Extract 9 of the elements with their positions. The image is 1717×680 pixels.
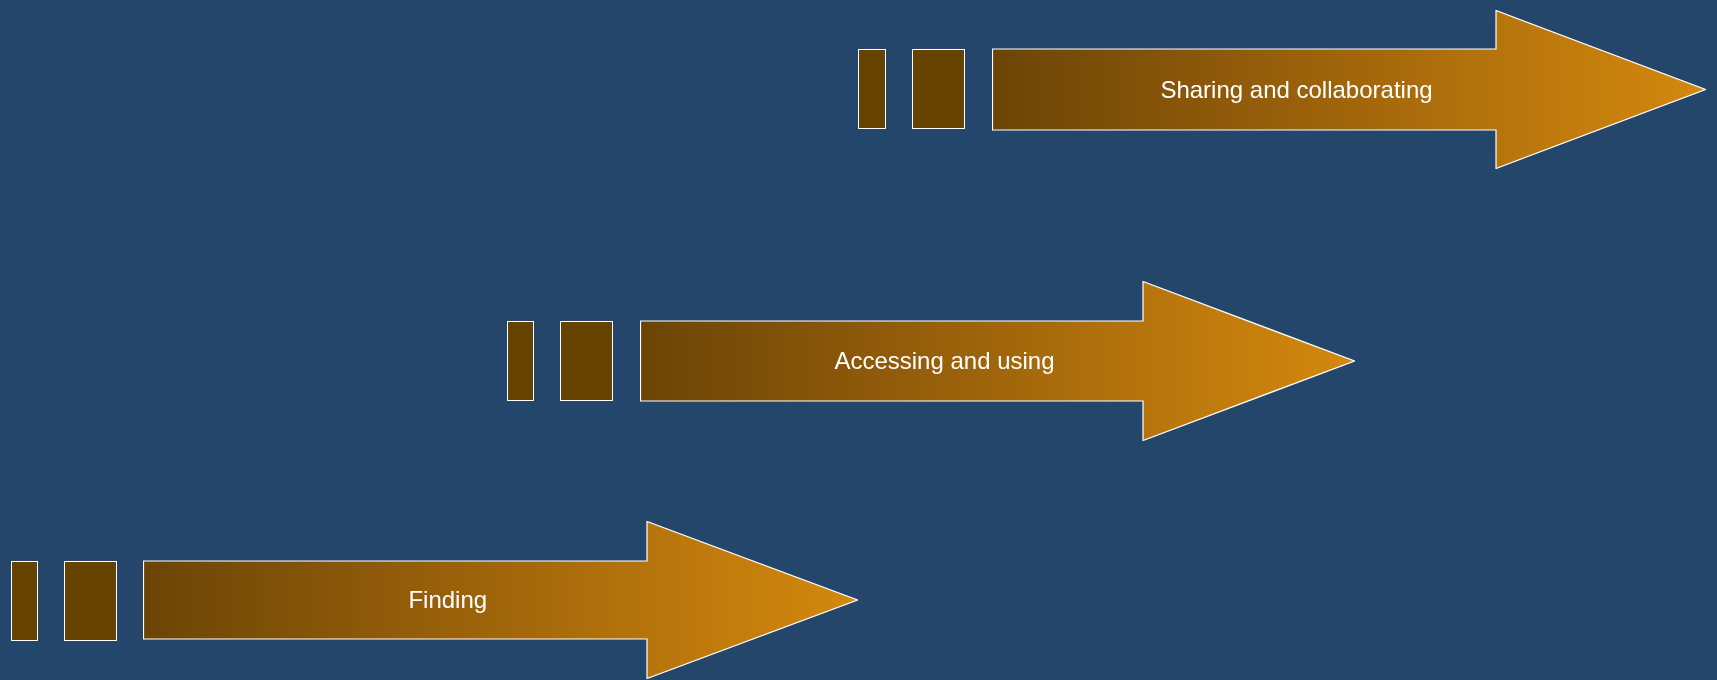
arrow-label: Accessing and using [834, 346, 1055, 376]
arrow-label: Finding [408, 585, 488, 615]
bar [858, 49, 886, 129]
bar [507, 321, 534, 401]
arrow-label: Sharing and collaborating [1160, 74, 1433, 105]
bar [912, 49, 965, 129]
bar [64, 561, 117, 641]
bar [560, 321, 613, 401]
bar [11, 561, 38, 641]
